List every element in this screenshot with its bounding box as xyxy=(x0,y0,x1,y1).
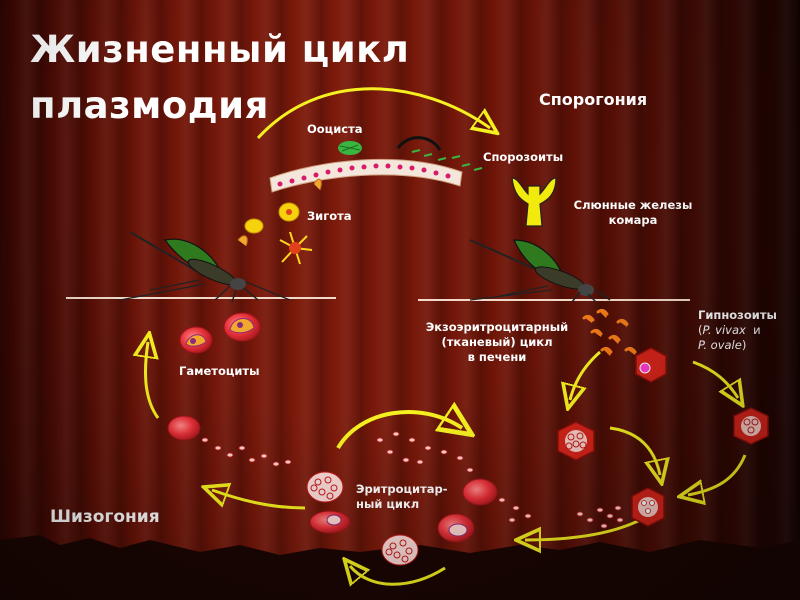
midgut-wall-icon xyxy=(269,136,483,193)
label-exo-line3: в печени xyxy=(467,350,527,364)
rbc-gametocyte-1 xyxy=(179,326,213,354)
tissue-ground xyxy=(0,535,800,600)
label-gametocytes: Гаметоциты xyxy=(179,364,260,378)
arrow-hypno-1 xyxy=(692,360,738,398)
label-erythro-cycle: Эритроцитар- ный цикл xyxy=(356,482,448,512)
merozoites-top xyxy=(376,431,474,473)
label-exo-line1: Экзоэритроцитарный xyxy=(425,320,569,334)
zygote-stages xyxy=(237,178,322,265)
label-sporogony: Спорогония xyxy=(539,90,648,109)
slide-title-line1: Жизненный цикл xyxy=(30,28,410,71)
arrow-merozoite-release xyxy=(525,518,641,540)
label-zygote: Зигота xyxy=(307,209,352,223)
arrow-to-gametocyte-rbc xyxy=(212,490,306,510)
label-oocyst: Ооциста xyxy=(307,122,363,136)
arrow-erythro-top xyxy=(336,412,462,450)
merozoites-right xyxy=(498,497,532,523)
rbc-ring-left xyxy=(309,510,351,534)
arrow-sporogony xyxy=(256,87,490,140)
hepatocyte-schizont-2 xyxy=(733,407,769,445)
label-hypno-line1: Гипнозоиты xyxy=(698,308,777,322)
rbc-gametocyte-2 xyxy=(223,312,261,342)
rbc-schizont-left xyxy=(306,471,344,503)
label-hypnozoites: Гипнозоиты (P. vivax и P. ovale) xyxy=(698,308,777,352)
arrow-exo-2 xyxy=(609,426,660,475)
rbc-free-right xyxy=(462,478,498,506)
label-schizogony: Шизогония xyxy=(50,507,160,527)
label-exo-cycle: Экзоэритроцитарный (тканевый) цикл в печ… xyxy=(412,320,582,365)
mosquito-left-icon xyxy=(119,231,291,303)
slide-title-line2: плазмодия xyxy=(30,84,269,127)
label-hypno-pv: P. vivax xyxy=(702,323,746,337)
label-erythro-line1: Эритроцитар- xyxy=(356,482,448,496)
label-hypno-and: и xyxy=(753,323,761,337)
label-salivary-line1: Слюнные железы xyxy=(573,198,693,212)
arrow-erythro-bottom xyxy=(350,566,446,584)
label-exo-line2: (тканевый) цикл xyxy=(441,335,553,349)
salivary-gland-icon xyxy=(511,177,557,227)
arrow-exo-1 xyxy=(570,350,601,400)
rbc-schizont-bottom xyxy=(381,534,419,566)
label-hypno-po: P. ovale xyxy=(698,338,742,352)
rbc-free-left xyxy=(167,415,201,441)
label-sporozoites: Спорозоиты xyxy=(483,150,564,164)
rbc-trophozoite xyxy=(437,513,475,543)
label-salivary-glands: Слюнные железы комара xyxy=(566,198,700,228)
hepatocyte-schizont-1 xyxy=(557,421,595,461)
label-salivary-line2: комара xyxy=(608,213,658,227)
arrow-gametocytes-up xyxy=(145,342,158,419)
arrow-hypno-2 xyxy=(688,454,747,495)
mosquito-right-icon xyxy=(469,239,611,303)
label-erythro-line2: ный цикл xyxy=(356,497,420,511)
hepatocyte-rupture xyxy=(631,487,665,527)
merozoites-left xyxy=(201,437,292,467)
merozoites-liver xyxy=(576,505,624,529)
hepatocyte-hypnozoite xyxy=(635,347,667,383)
